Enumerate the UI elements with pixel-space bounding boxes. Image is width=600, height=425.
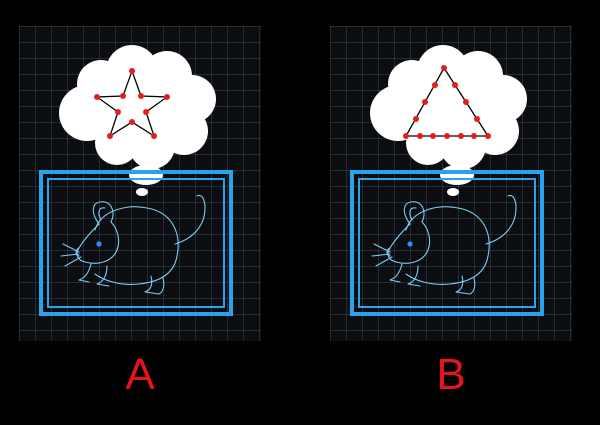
mouse-icon	[371, 194, 517, 295]
frame-b	[350, 170, 544, 316]
panel-a-label: A	[125, 350, 155, 399]
star-points	[94, 68, 170, 139]
panel-b-label: B	[436, 350, 466, 399]
star-shape	[94, 68, 170, 139]
panel-a	[19, 26, 261, 341]
triangle-points	[403, 65, 491, 139]
panel-b	[330, 26, 572, 341]
triangle-shape	[403, 65, 491, 139]
panel-a-illustration	[39, 45, 233, 316]
thought-cloud-a	[59, 45, 216, 169]
mouse-icon	[60, 194, 206, 295]
thought-connector-a	[129, 165, 163, 196]
thought-cloud-b	[370, 45, 527, 169]
frame-a	[39, 170, 233, 316]
panel-b-illustration	[350, 45, 544, 316]
thought-connector-b	[440, 165, 474, 196]
